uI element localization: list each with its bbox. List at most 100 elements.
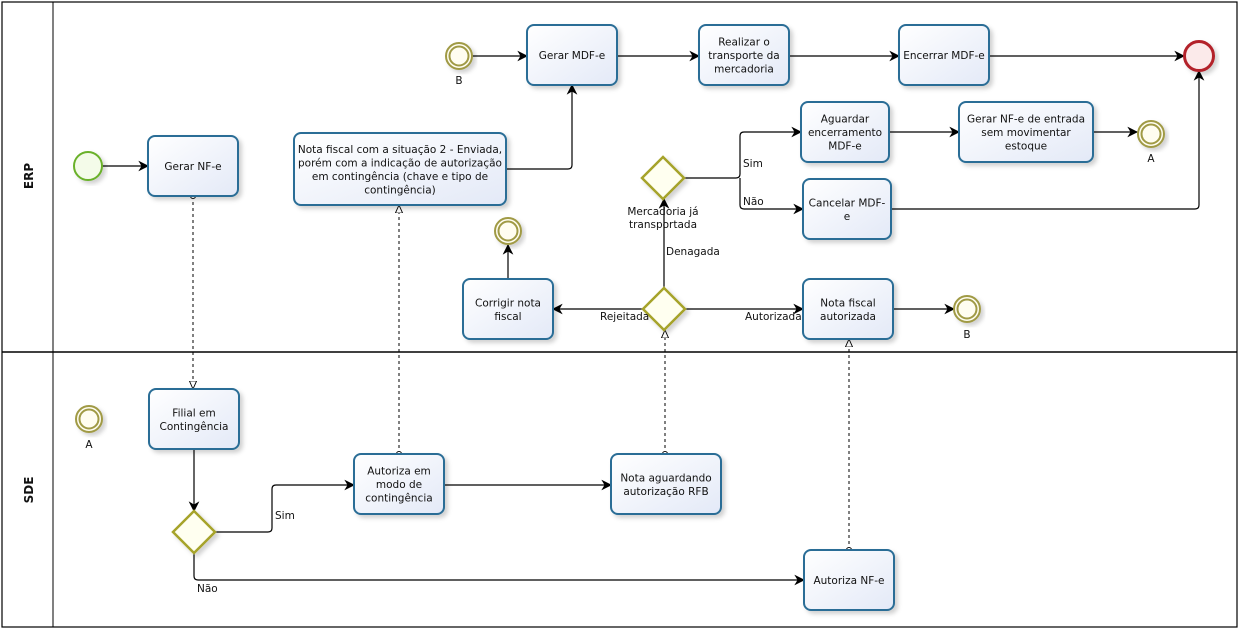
- flow-gw-sim: [684, 126, 803, 179]
- task-label: autorizada: [820, 311, 876, 323]
- task-filial-contingencia[interactable]: Filial em Contingência: [148, 388, 240, 450]
- event-link-b-top[interactable]: B: [445, 42, 473, 87]
- task-gerar-mdfe[interactable]: Gerar MDF-e: [526, 24, 618, 86]
- task-label: sem movimentar: [981, 127, 1071, 139]
- task-box: [803, 549, 895, 611]
- task-label: contingência: [365, 493, 432, 505]
- flow-label-sim-sde: Sim: [275, 510, 295, 522]
- flow-gateway-nao: [193, 553, 806, 586]
- intermediate-event-inner-ring: [448, 45, 470, 67]
- flow-nota-to-gerar-mdfe: [506, 83, 578, 170]
- task-box: [353, 453, 445, 515]
- task-label: transporte da: [708, 50, 779, 62]
- task-label: modo de: [376, 479, 422, 491]
- task-box: [802, 178, 892, 240]
- task-box: [148, 388, 240, 450]
- nodes: Gerar NF-e Nota fiscal com a situação 2 -…: [73, 24, 1215, 611]
- task-label: Gerar NF-e: [164, 161, 221, 173]
- lane-label-erp: ERP: [22, 163, 36, 189]
- task-box: [610, 453, 722, 515]
- task-box: [462, 278, 554, 340]
- task-nota-contingencia[interactable]: Nota fiscal com a situação 2 - Enviada,p…: [293, 132, 507, 206]
- task-label: Nota fiscal com a situação 2 - Enviada,: [298, 144, 502, 156]
- flow-label-denagada: Denagada: [666, 246, 720, 258]
- task-label: contingência): [364, 184, 436, 196]
- flow-label-nao-sde: Não: [197, 583, 218, 595]
- task-box: [802, 278, 894, 340]
- intermediate-event-inner-ring: [956, 298, 978, 320]
- task-label: em contingência (chave e tipo de: [312, 171, 488, 183]
- task-nota-aguardando[interactable]: Nota aguardando autorização RFB: [610, 453, 722, 515]
- task-label: Realizar o: [718, 37, 770, 49]
- start-event-icon: [73, 151, 103, 181]
- gateway-gw-retorno[interactable]: [641, 286, 687, 332]
- task-label: Aguardar: [821, 114, 870, 126]
- task-label: estoque: [1005, 141, 1047, 153]
- gateway-label: transportada: [629, 219, 697, 231]
- gateway-diamond-icon: [641, 286, 687, 332]
- task-label: Filial em: [172, 407, 215, 419]
- event-end-erp[interactable]: [1183, 40, 1215, 72]
- task-encerrar-mdfe[interactable]: Encerrar MDF-e: [898, 24, 990, 86]
- task-box: [800, 101, 890, 163]
- task-box: [958, 101, 1094, 163]
- task-label: Encerrar MDF-e: [903, 50, 985, 62]
- task-box: [526, 24, 618, 86]
- task-corrigir-nota[interactable]: Corrigir nota fiscal: [462, 278, 554, 340]
- task-cancelar-mdfe[interactable]: Cancelar MDF-e: [802, 178, 892, 240]
- task-box: [147, 135, 239, 197]
- task-gerar-nfe[interactable]: Gerar NF-e: [147, 135, 239, 197]
- task-label: Gerar NF-e de entrada: [967, 114, 1085, 126]
- task-label: Contingência: [159, 421, 228, 433]
- task-label: Nota fiscal: [820, 297, 875, 309]
- task-autoriza-nfe[interactable]: Autoriza NF-e: [803, 549, 895, 611]
- task-label: Gerar MDF-e: [539, 50, 605, 62]
- task-label: fiscal: [494, 311, 521, 323]
- intermediate-event-inner-ring: [497, 220, 519, 242]
- flow-label-rejeitada: Rejeitada: [600, 311, 649, 323]
- task-label: Corrigir nota: [475, 297, 541, 309]
- task-label: Cancelar MDF-: [809, 197, 886, 209]
- flow-gw-nao: [739, 178, 805, 215]
- event-corrigir-event[interactable]: [494, 217, 522, 245]
- event-start-erp[interactable]: [73, 151, 103, 181]
- task-label: encerramento: [808, 127, 882, 139]
- sequence-flows: [102, 50, 1205, 586]
- event-label: A: [85, 439, 93, 451]
- event-link-b-right[interactable]: B: [953, 295, 981, 341]
- flow-label-sim-erp: Sim: [743, 158, 763, 170]
- gateway-label: Mercadoria já: [627, 206, 698, 218]
- flow-label-nao-erp: Não: [743, 196, 764, 208]
- gateway-diamond-icon: [640, 155, 686, 201]
- task-box: [698, 24, 790, 86]
- intermediate-event-inner-ring: [78, 408, 100, 430]
- end-event-icon: [1183, 40, 1215, 72]
- intermediate-event-inner-ring: [1140, 123, 1162, 145]
- lane-label-sde: SDE: [22, 477, 36, 504]
- event-label: B: [963, 329, 970, 341]
- task-box: [293, 132, 507, 206]
- task-label: mercadoria: [714, 64, 774, 76]
- event-link-a-erp[interactable]: A: [1137, 120, 1165, 165]
- gateway-gw-contingencia[interactable]: [171, 509, 217, 555]
- task-label: e: [844, 211, 850, 223]
- flow-cancelar-to-end: [891, 69, 1205, 210]
- task-label: Nota aguardando: [620, 472, 711, 484]
- gateway-diamond-icon: [171, 509, 217, 555]
- task-label: MDF-e: [828, 141, 861, 153]
- task-label: Autoriza em: [367, 466, 431, 478]
- task-label: porém com a indicação de autorização: [298, 157, 502, 169]
- task-box: [898, 24, 990, 86]
- task-label: autorização RFB: [623, 486, 708, 498]
- flow-label-autorizada: Autorizada: [745, 311, 802, 323]
- flow-gateway-sim: [215, 479, 356, 533]
- event-link-a-sde[interactable]: A: [75, 405, 103, 451]
- event-label: B: [455, 75, 462, 87]
- task-nota-autorizada[interactable]: Nota fiscal autorizada: [802, 278, 894, 340]
